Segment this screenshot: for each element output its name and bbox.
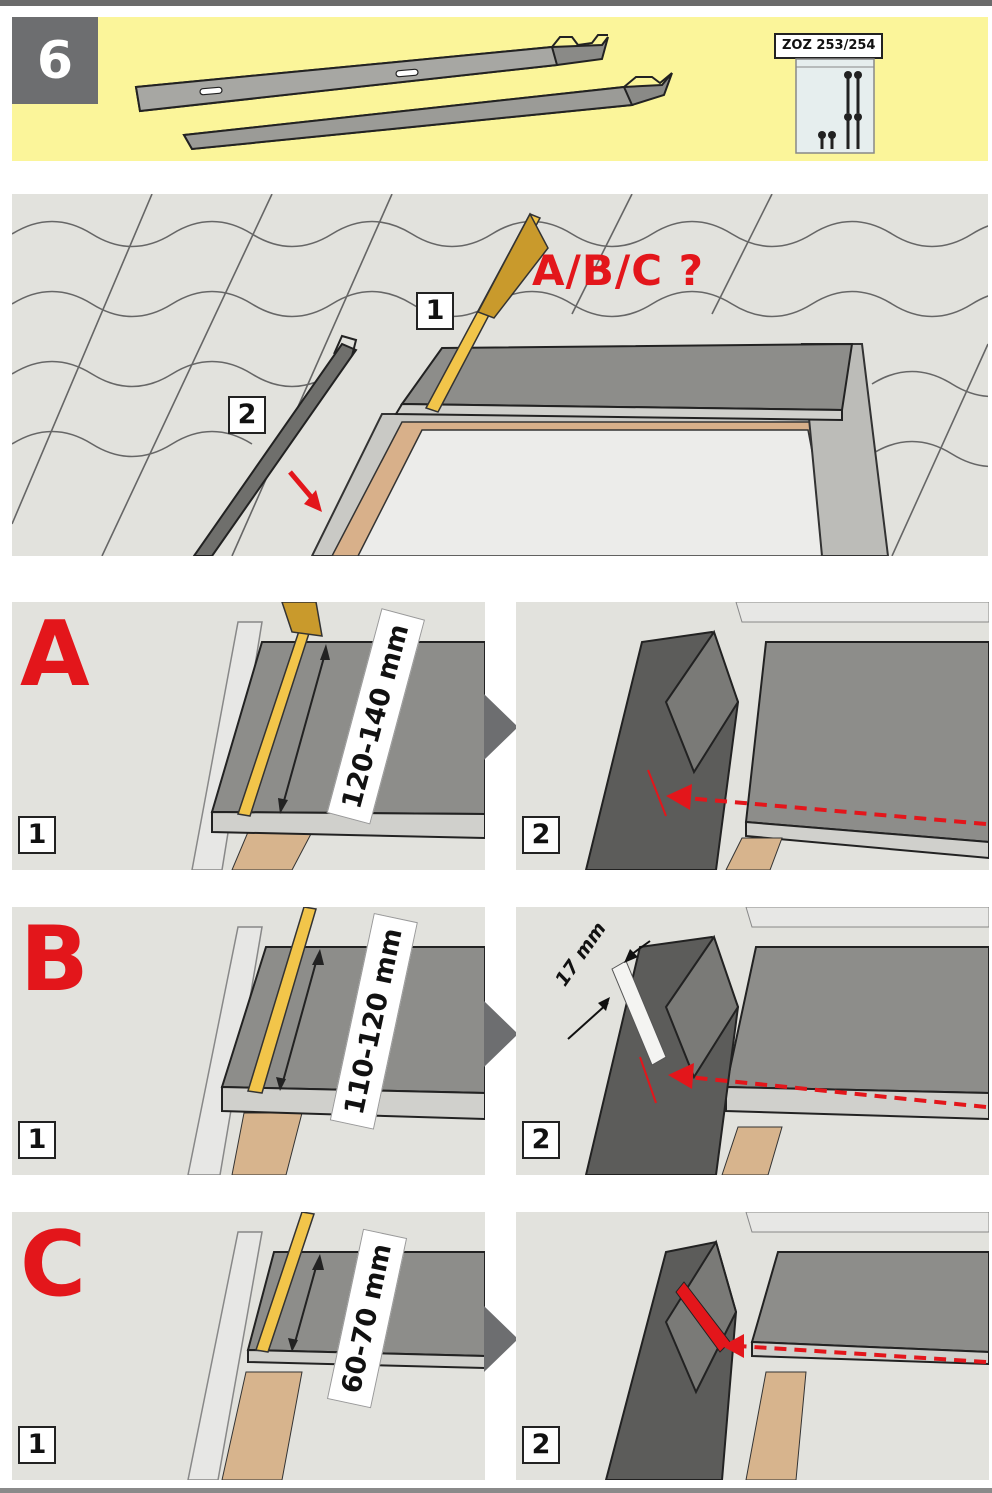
next-arrow-icon: [484, 1001, 518, 1067]
variant-letter-b: B: [20, 907, 89, 1012]
top-rule: [0, 0, 992, 6]
flashing-rails-illustration: [134, 34, 673, 151]
variant-c-step-2: 2: [516, 1212, 989, 1480]
step-box-b2: 2: [522, 1121, 560, 1159]
variant-c-rail-drawing: [604, 1212, 989, 1480]
step-box-a1: 1: [18, 816, 56, 854]
step-box-c1: 1: [18, 1426, 56, 1464]
roof-overview-illustration: A/B/C ? 1 2: [12, 194, 988, 556]
callout-2: 2: [228, 396, 266, 434]
lower-rail: [182, 72, 673, 151]
next-arrow-icon: [484, 694, 518, 760]
variant-a-rail-drawing: [584, 602, 989, 870]
variant-question: A/B/C ?: [532, 246, 705, 295]
variant-c-step-1: C 60-70 mm 1: [12, 1212, 485, 1480]
variant-b-rail-drawing: [567, 907, 989, 1175]
variant-letter-c: C: [20, 1212, 87, 1317]
kit-label: ZOZ 253/254: [774, 33, 884, 59]
step-number: 6: [12, 17, 98, 104]
next-arrow-icon: [484, 1306, 518, 1372]
upper-rail: [134, 34, 609, 113]
variant-letter-a: A: [20, 602, 90, 707]
bottom-rule: [0, 1488, 992, 1493]
variant-b-step-1: B 110-120 mm 1: [12, 907, 485, 1175]
callout-1: 1: [416, 292, 454, 330]
variant-c-measure-drawing: [187, 1212, 485, 1480]
step-box-a2: 2: [522, 816, 560, 854]
variant-a-step-1: A 120-140 mm 1: [12, 602, 485, 870]
step-header: 6 ZOZ 253/254: [12, 17, 988, 161]
step-box-c2: 2: [522, 1426, 560, 1464]
roof-tiles-drawing: [12, 194, 988, 556]
variant-b-step-2: 17 mm 2: [516, 907, 989, 1175]
variant-a-step-2: 2: [516, 602, 989, 870]
screw-bag-icon: [795, 58, 875, 154]
step-box-b1: 1: [18, 1121, 56, 1159]
